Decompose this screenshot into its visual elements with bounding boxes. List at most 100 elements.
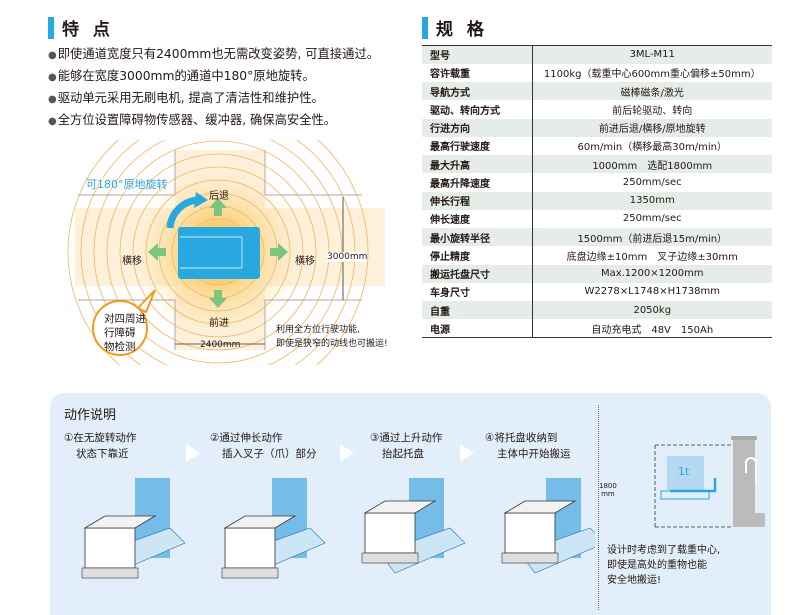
spec-row: 伸长速度 250mm/sec — [422, 209, 772, 228]
spec-label: 停止精度 — [422, 246, 533, 265]
spec-label: 最高行驶速度 — [422, 136, 533, 155]
spec-label: 最大升高 — [422, 155, 533, 174]
spec-value: 前进后退/横移/原地旋转 — [532, 118, 772, 137]
spec-row: 容许载重 1100kg（载重中心600mm重心偏移±50mm） — [422, 63, 772, 82]
step-illustrations — [81, 478, 595, 579]
bubble-text: 物检测 — [104, 341, 136, 353]
operation-note: 设计时考虑到了载重中心, — [607, 545, 721, 556]
features-heading: 特 点 — [48, 15, 114, 40]
spec-label: 伸长行程 — [422, 191, 533, 210]
spec-label: 导航方式 — [422, 82, 533, 101]
spec-value: 1500mm（前进后退15m/min） — [532, 228, 772, 247]
step-1: ①在无旋转动作状态下靠近 — [64, 430, 136, 462]
step-text: ②通过伸长动作 — [210, 432, 283, 444]
spec-label: 容许载重 — [422, 63, 533, 82]
next-arrow-icon — [186, 444, 200, 462]
load-label: 1t — [678, 465, 690, 478]
feature-item: 能够在宽度3000mm的通道中180°原地旋转。 — [48, 66, 379, 88]
feature-item: 驱动单元采用无刷电机, 提高了清洁性和维护性。 — [48, 88, 379, 110]
divider — [598, 405, 599, 610]
operation-note: 即使是高处的重物也能 — [607, 560, 707, 571]
step-text: ③通过上升动作 — [370, 432, 443, 444]
bubble-text: 行障碍 — [104, 327, 136, 339]
spec-row: 最高升降速度 250mm/sec — [422, 173, 772, 192]
spec-row: 最高行驶速度 60m/min（横移最高30m/min） — [422, 136, 772, 155]
operation-note: 安全地搬运! — [607, 575, 662, 586]
spec-label: 电源 — [422, 319, 533, 338]
spec-value: 1350mm — [532, 191, 772, 210]
step-text: 状态下靠近 — [76, 448, 129, 460]
spec-row: 驱动、转向方式 前后轮驱动、转向 — [422, 100, 772, 119]
omnidirectional-diagram — [67, 140, 385, 365]
back-label: 后退 — [209, 191, 229, 202]
next-arrow-icon — [460, 444, 474, 462]
features-list: 即使通道宽度只有2400mm也无需改变姿势, 可直接通过。 能够在宽度3000m… — [48, 44, 379, 132]
spec-value: 底盘边缘±10mm 叉子边缘±30mm — [566, 251, 738, 263]
spec-row: 停止精度 底盘边缘±10mm 叉子边缘±30mm — [422, 246, 772, 265]
step-4: ④将托盘收纳到主体中开始搬运 — [485, 430, 571, 462]
step-text: 插入叉子（爪）部分 — [222, 448, 317, 460]
robot-illustration — [361, 478, 466, 574]
diagram-note: 利用全方位行驶功能, — [276, 325, 360, 335]
spec-value: 1100kg（载重中心600mm重心偏移±50mm） — [543, 69, 761, 81]
spec-label: 型号 — [422, 45, 533, 64]
feature-item: 即使通道宽度只有2400mm也无需改变姿势, 可直接通过。 — [48, 44, 379, 66]
operation-panel: 动作说明 ①在无旋转动作状态下靠近 ②通过伸长动作插入叉子（爪）部分 ③通过上升… — [50, 393, 771, 615]
spec-value: 前后轮驱动、转向 — [612, 105, 693, 117]
robot-illustration — [81, 478, 186, 579]
spec-value: 2050kg — [532, 301, 772, 320]
step-text: ④将托盘收纳到 — [485, 432, 558, 444]
spec-label: 自重 — [422, 301, 533, 320]
spec-row: 行进方向前进后退/横移/原地旋转 — [422, 118, 772, 137]
spec-row: 导航方式磁棒磁条/激光 — [422, 82, 772, 101]
robot-illustration — [501, 478, 595, 574]
arrow-right-icon — [270, 243, 288, 261]
forward-label: 前进 — [209, 318, 229, 329]
spec-value: 60m/min（横移最高30m/min） — [577, 142, 727, 154]
next-arrow-icon — [340, 444, 354, 462]
high-dimension-unit: mm — [601, 490, 615, 498]
arrow-down-icon — [209, 290, 227, 308]
step-2: ②通过伸长动作插入叉子（爪）部分 — [210, 430, 317, 462]
step-text: 抬起托盘 — [382, 448, 424, 460]
spec-row: 电源 自动充电式 48V 150Ah — [422, 319, 772, 338]
spec-value: 1000mm 选配1800mm — [532, 155, 772, 174]
height-dimension: 3000mm — [327, 252, 368, 262]
feature-item: 全方位设置障碍物传感器、缓冲器, 确保高安全性。 — [48, 110, 379, 132]
high-dimension: 1800 — [599, 482, 617, 490]
step-3: ③通过上升动作抬起托盘 — [370, 430, 442, 462]
spec-value: 磁棒磁条/激光 — [532, 82, 772, 101]
spec-value: 250mm/sec — [622, 176, 682, 188]
specs-heading: 规 格 — [422, 15, 488, 40]
side-right-label: 横移 — [295, 256, 315, 267]
spec-label: 车身尺寸 — [422, 282, 533, 301]
diagram-note: 即使是狭窄的动线也可搬运! — [276, 339, 388, 349]
spec-value: 250mm/sec — [622, 213, 682, 225]
spec-value: 自动充电式 48V 150Ah — [591, 324, 714, 336]
spec-label: 驱动、转向方式 — [422, 100, 533, 119]
spec-label: 最小旋转半径 — [422, 228, 533, 247]
spec-label: 最高升降速度 — [422, 173, 533, 192]
step-text: ①在无旋转动作 — [64, 432, 137, 444]
spec-label: 伸长速度 — [422, 209, 533, 228]
spec-label: 搬运托盘尺寸 — [422, 264, 533, 283]
operation-title: 动作说明 — [64, 408, 117, 423]
step-text: 主体中开始搬运 — [497, 448, 571, 460]
arrow-up-icon — [209, 198, 227, 216]
spec-label: 行进方向 — [422, 118, 533, 137]
speech-bubble — [92, 300, 148, 356]
side-left-label: 横移 — [122, 256, 142, 267]
spec-value: 3ML-M11 — [532, 45, 772, 64]
spec-value: Max.1200×1200mm — [532, 264, 772, 283]
width-dimension: 2400mm — [200, 340, 241, 350]
rotate-label: 可180°原地旋转 — [86, 178, 168, 191]
arrow-left-icon — [148, 243, 166, 261]
